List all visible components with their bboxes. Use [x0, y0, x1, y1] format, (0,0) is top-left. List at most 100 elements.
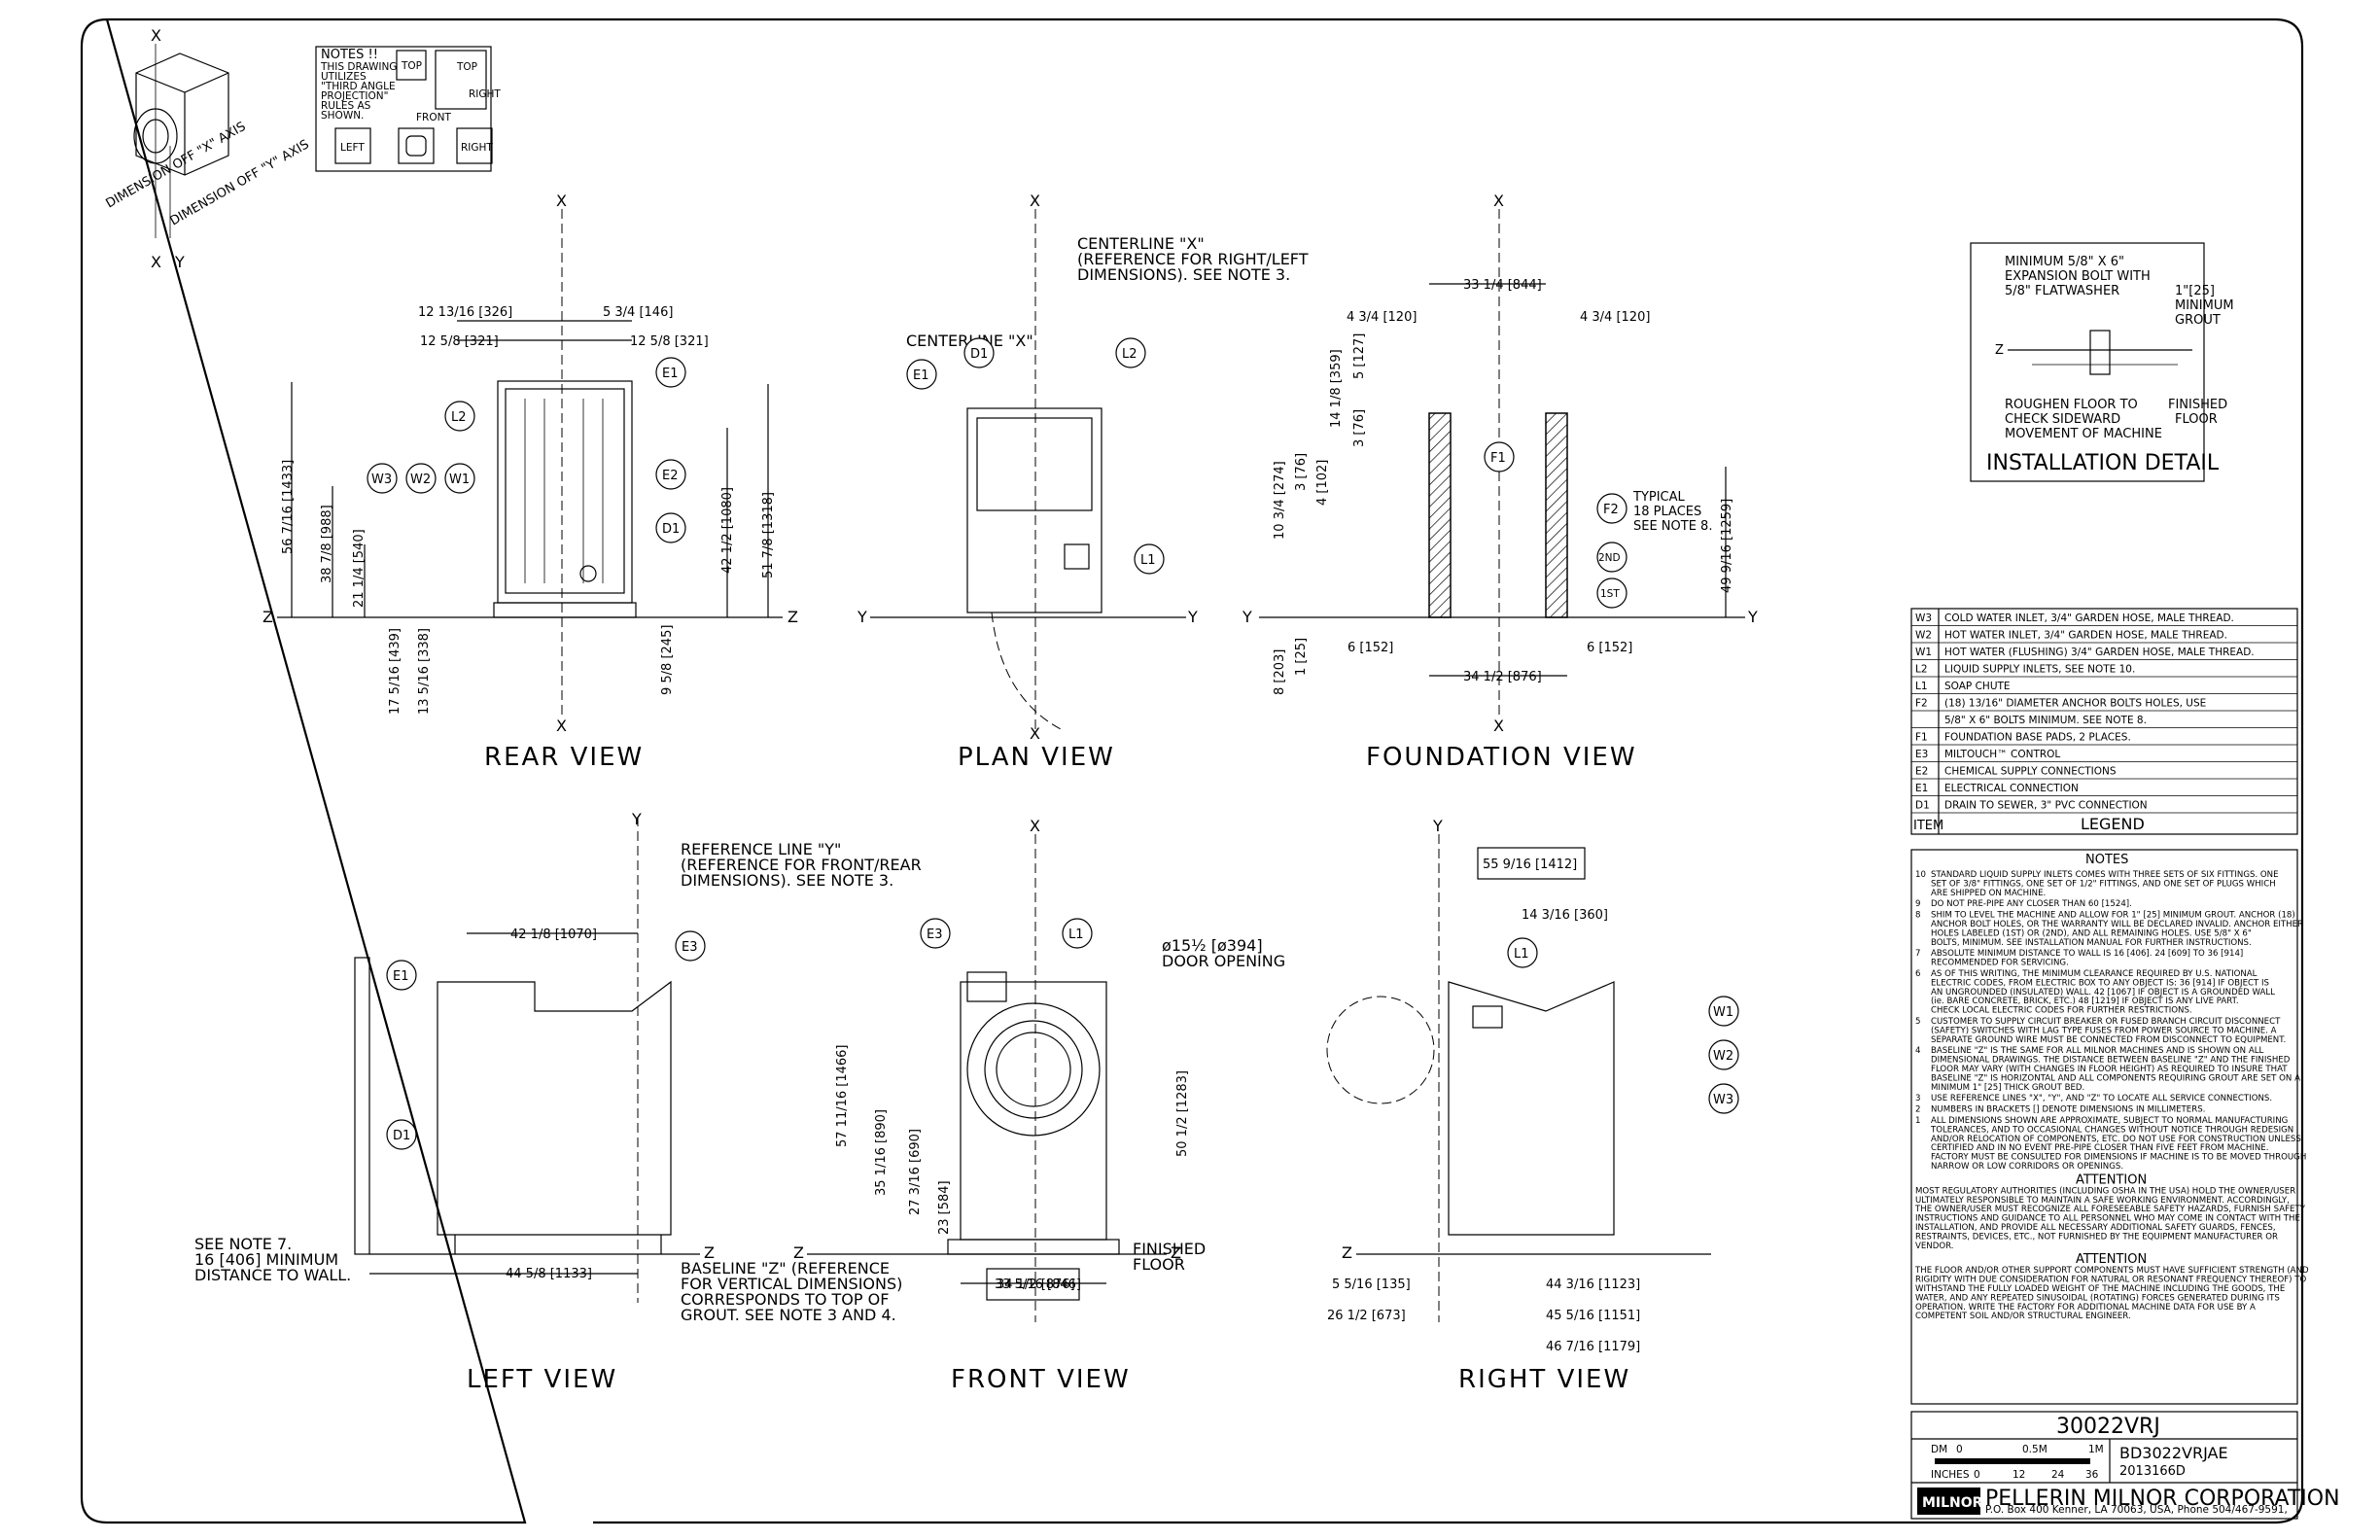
title-block: 30022VRJ DM 0 0.5M 1M INCHES 0 12 24 36 …	[1910, 1411, 2340, 1520]
legend-item-code: F2	[1915, 698, 1928, 710]
bubble-w1: W1	[449, 472, 470, 487]
model-number: 30022VRJ	[2056, 1415, 2160, 1439]
attention-text: THE OWNER/USER MUST RECOGNIZE ALL FORESE…	[1914, 1205, 2306, 1214]
right-dim: 46 7/16 [1179]	[1546, 1340, 1640, 1354]
projection-notes-line: UTILIZES	[321, 71, 367, 83]
note-number: 7	[1915, 949, 1920, 959]
note-number: 2	[1915, 1105, 1920, 1115]
foundation-axis-x-bottom: X	[1493, 717, 1504, 735]
foundation-axis-y-left: Y	[1242, 608, 1252, 626]
callout-baseline-z: FOR VERTICAL DIMENSIONS)	[681, 1275, 902, 1293]
attention-text: OPERATION. WRITE THE FACTORY FOR ADDITIO…	[1915, 1303, 2256, 1312]
legend-item-code: E2	[1915, 766, 1928, 778]
foundation-pad-left	[1428, 412, 1452, 618]
inch-label: 0	[1974, 1469, 1980, 1481]
installation-detail: MINIMUM 5/8" X 6" EXPANSION BOLT WITH 5/…	[1970, 242, 2234, 482]
attention-text: THE FLOOR AND/OR OTHER SUPPORT COMPONENT…	[1914, 1266, 2309, 1276]
inch-label: 24	[2051, 1469, 2065, 1481]
note-text: NARROW OR LOW CORRIDORS OR OPENINGS.	[1931, 1162, 2123, 1172]
note-text: BASELINE "Z" IS THE SAME FOR ALL MILNOR …	[1931, 1046, 2263, 1056]
foundation-view-title: FOUNDATION VIEW	[1366, 743, 1637, 772]
foundation-dim: 4 3/4 [120]	[1347, 310, 1417, 325]
attention-text: WATER, AND ANY REPEATED SINUSOIDAL (ROTA…	[1915, 1293, 2280, 1303]
callout-note7: 16 [406] MINIMUM	[194, 1250, 338, 1269]
callout-note7: DISTANCE TO WALL.	[194, 1266, 351, 1284]
legend-item-desc: CHEMICAL SUPPLY CONNECTIONS	[1944, 766, 2117, 778]
note-number: 1	[1915, 1116, 1920, 1126]
callout-centerline-x-line2: (REFERENCE FOR RIGHT/LEFT	[1077, 250, 1309, 268]
attention-title: ATTENTION	[2076, 1172, 2147, 1187]
note-text: (SAFETY) SWITCHES WITH LAG TYPE FUSES FR…	[1931, 1026, 2277, 1035]
plan-view: X X Y Y CENTERLINE "X" CENTERLINE "X" (R…	[857, 192, 1309, 772]
legend-item-desc: FOUNDATION BASE PADS, 2 PLACES.	[1944, 732, 2131, 744]
install-bolt-text: MINIMUM 5/8" X 6"	[2005, 255, 2124, 269]
front-axis-x-top: X	[1030, 817, 1040, 835]
wall	[354, 957, 370, 1255]
callout-baseline-z: GROUT. SEE NOTE 3 AND 4.	[681, 1306, 896, 1324]
attention-text: RIGIDITY WITH DUE CONSIDERATION FOR NATU…	[1915, 1276, 2306, 1285]
foundation-dim: 8 [203]	[1273, 649, 1287, 695]
attention-text: RESTRAINTS, DEVICES, ETC., NOT FURNISHED…	[1915, 1232, 2278, 1242]
inch-label: 12	[2012, 1469, 2025, 1481]
bubble-f2: F2	[1603, 503, 1619, 517]
projection-notes: NOTES !! THIS DRAWING UTILIZES "THIRD AN…	[315, 46, 501, 172]
rear-axis-x-bottom: X	[556, 717, 567, 735]
proj-front-label: FRONT	[416, 112, 451, 123]
right-dim: 5 5/16 [135]	[1332, 1278, 1411, 1292]
legend-item-code: W3	[1915, 612, 1932, 624]
legend-item-code: E1	[1915, 783, 1928, 794]
front-dim: 23 [584]	[937, 1180, 952, 1235]
front-view: X Z Z 57 11/16 [1466] 35 1/16 [890] 27 3…	[793, 817, 1285, 1394]
foundation-dim: 3 [76]	[1294, 453, 1309, 491]
rear-dim: 21 1/4 [540]	[352, 529, 367, 608]
foundation-dim: 4 [102]	[1315, 460, 1330, 506]
callout-door-opening: DOOR OPENING	[1162, 952, 1285, 970]
note-text: DIMENSIONAL DRAWINGS. THE DISTANCE BETWE…	[1931, 1056, 2291, 1066]
rear-dim: 12 5/8 [321]	[630, 334, 709, 349]
foundation-dim: 4 3/4 [120]	[1580, 310, 1650, 325]
callout-door-opening: ø15½ [ø394]	[1162, 936, 1263, 955]
note-text: AN UNGROUNDED (INSULATED) WALL. 42 [1067…	[1931, 988, 2275, 998]
scale-label: 0	[1956, 1444, 1963, 1455]
rear-dim: 5 3/4 [146]	[603, 305, 673, 320]
note-text: FLOOR MAY VARY (WITH CHANGES IN FLOOR HE…	[1931, 1065, 2288, 1074]
bubble-w3: W3	[371, 472, 392, 487]
note-text: CHECK LOCAL ELECTRIC CODES FOR FURTHER R…	[1931, 1006, 2192, 1016]
drawing-number: BD3022VRJAE	[2119, 1444, 2228, 1462]
note-text: MINIMUM 1" [25] THICK GROUT BED.	[1931, 1083, 2084, 1093]
sheet-border	[80, 18, 2304, 1524]
plan-axis-x-top: X	[1030, 192, 1040, 210]
bubble-e3: E3	[927, 928, 943, 942]
company-address: P.O. Box 400 Kenner, LA 70063, USA, Phon…	[1985, 1504, 2288, 1516]
front-dim: 57 11/16 [1466]	[835, 1045, 850, 1148]
bubble-e2: E2	[662, 469, 679, 483]
projection-notes-line: RULES AS	[321, 100, 371, 112]
axis-legend: X X Y DIMENSION OFF "X" AXIS DIMENSION O…	[104, 26, 312, 271]
callout-baseline-z: BASELINE "Z" (REFERENCE	[681, 1259, 890, 1278]
rear-axis-z-right: Z	[788, 608, 798, 626]
bubble-w3: W3	[1713, 1093, 1733, 1107]
callout-reference-y: (REFERENCE FOR FRONT/REAR	[681, 856, 922, 874]
install-roughen-text: MOVEMENT OF MACHINE	[2005, 427, 2162, 441]
legend-item-code: E3	[1915, 749, 1928, 760]
drawing-rev: 2013166D	[2119, 1464, 2186, 1479]
legend-item-desc: HOT WATER INLET, 3/4" GARDEN HOSE, MALE …	[1944, 630, 2227, 642]
legend-item-code: F1	[1915, 732, 1928, 744]
callout-typical: TYPICAL	[1632, 490, 1686, 505]
note-text: ARE SHIPPED ON MACHINE.	[1931, 889, 2046, 898]
foundation-dim: 34 1/2 [876]	[1463, 670, 1542, 684]
scale-label: 0.5M	[2022, 1444, 2048, 1455]
plan-axis-x-bottom: X	[1030, 724, 1040, 743]
milnor-logo	[1917, 1488, 1980, 1515]
left-dim: 42 1/8 [1070]	[510, 928, 597, 942]
attention-text: INSTALLATION, AND PROVIDE ALL NECESSARY …	[1915, 1223, 2276, 1233]
inch-label: INCHES	[1931, 1469, 1970, 1481]
install-title: INSTALLATION DETAIL	[1986, 451, 2220, 475]
front-dim: 50 1/2 [1283]	[1175, 1070, 1190, 1157]
projection-notes-line: PROJECTION"	[321, 90, 388, 102]
note-number: 9	[1915, 899, 1920, 909]
rear-view-title: REAR VIEW	[484, 743, 644, 772]
foundation-dim: 3 [76]	[1352, 409, 1367, 447]
